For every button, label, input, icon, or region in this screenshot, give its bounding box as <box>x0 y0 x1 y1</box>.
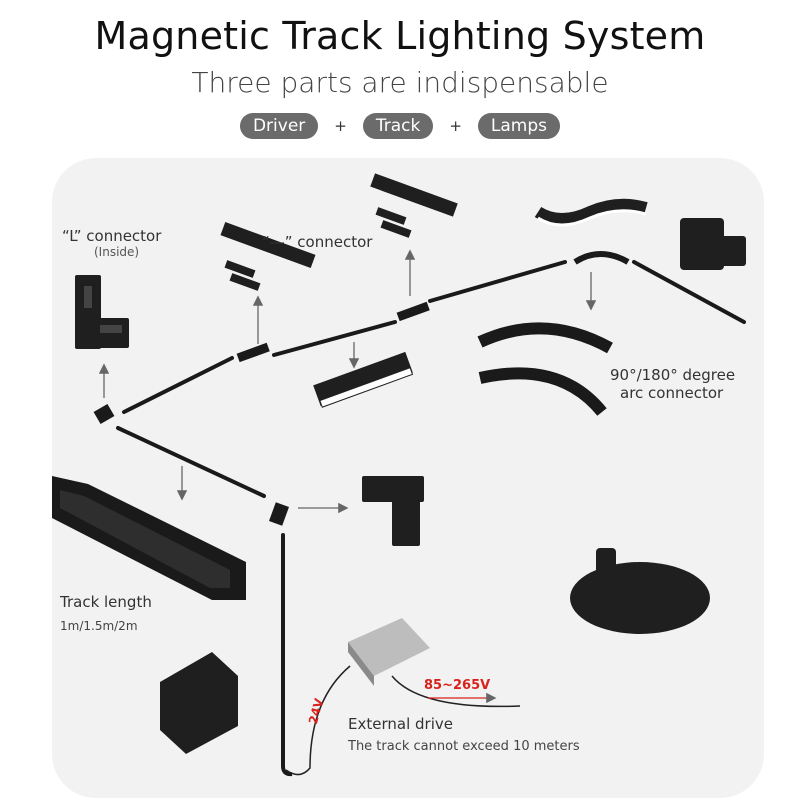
straight-connector-joints <box>93 301 430 526</box>
part-pill-track: Track <box>362 113 434 139</box>
track-length-label: Track length <box>60 593 152 611</box>
track-length-values: 1m/1.5m/2m <box>60 619 138 633</box>
voltage-input-label: 85~265V <box>424 678 491 693</box>
linear-lamp-image <box>313 351 414 408</box>
arc-connector-180 <box>478 367 607 416</box>
input-cable <box>391 675 521 708</box>
arc-connector-label-2: arc connector <box>620 384 724 402</box>
external-drive-label: External drive <box>348 715 453 733</box>
l-connector-label: “L” connector <box>62 227 162 245</box>
part-pill-lamps: Lamps <box>477 113 561 139</box>
arc-connector-small <box>573 251 630 265</box>
corner-block-image <box>680 218 746 270</box>
track-limit-note: The track cannot exceed 10 meters <box>348 739 580 754</box>
l-connector-inside-image <box>75 275 129 349</box>
plus-sign: + <box>334 117 347 135</box>
output-cable <box>285 665 351 776</box>
straight-connector-image-2 <box>370 173 458 238</box>
spot-lamp-cluster-image <box>570 548 710 634</box>
page-subtitle: Three parts are indispensable <box>191 66 609 99</box>
arc-connector-label-1: 90°/180° degree <box>610 366 736 384</box>
track-profile-image <box>52 476 246 600</box>
callout-arrows <box>98 249 597 514</box>
plus-sign: + <box>449 117 462 135</box>
l-connector-image <box>362 476 424 546</box>
part-pill-driver: Driver <box>239 113 319 139</box>
track-lines <box>116 260 746 768</box>
wave-lamp-image <box>534 198 648 225</box>
page-title: Magnetic Track Lighting System <box>94 14 706 58</box>
straight-connector-image <box>220 222 316 291</box>
driver-box-image <box>160 652 238 754</box>
straight-connector-label: “—” connector <box>262 233 373 251</box>
parts-row: Driver + Track + Lamps <box>0 113 800 139</box>
power-supply-image <box>348 618 430 686</box>
l-connector-sublabel: (Inside) <box>94 245 140 259</box>
arc-connector-90 <box>477 322 613 354</box>
